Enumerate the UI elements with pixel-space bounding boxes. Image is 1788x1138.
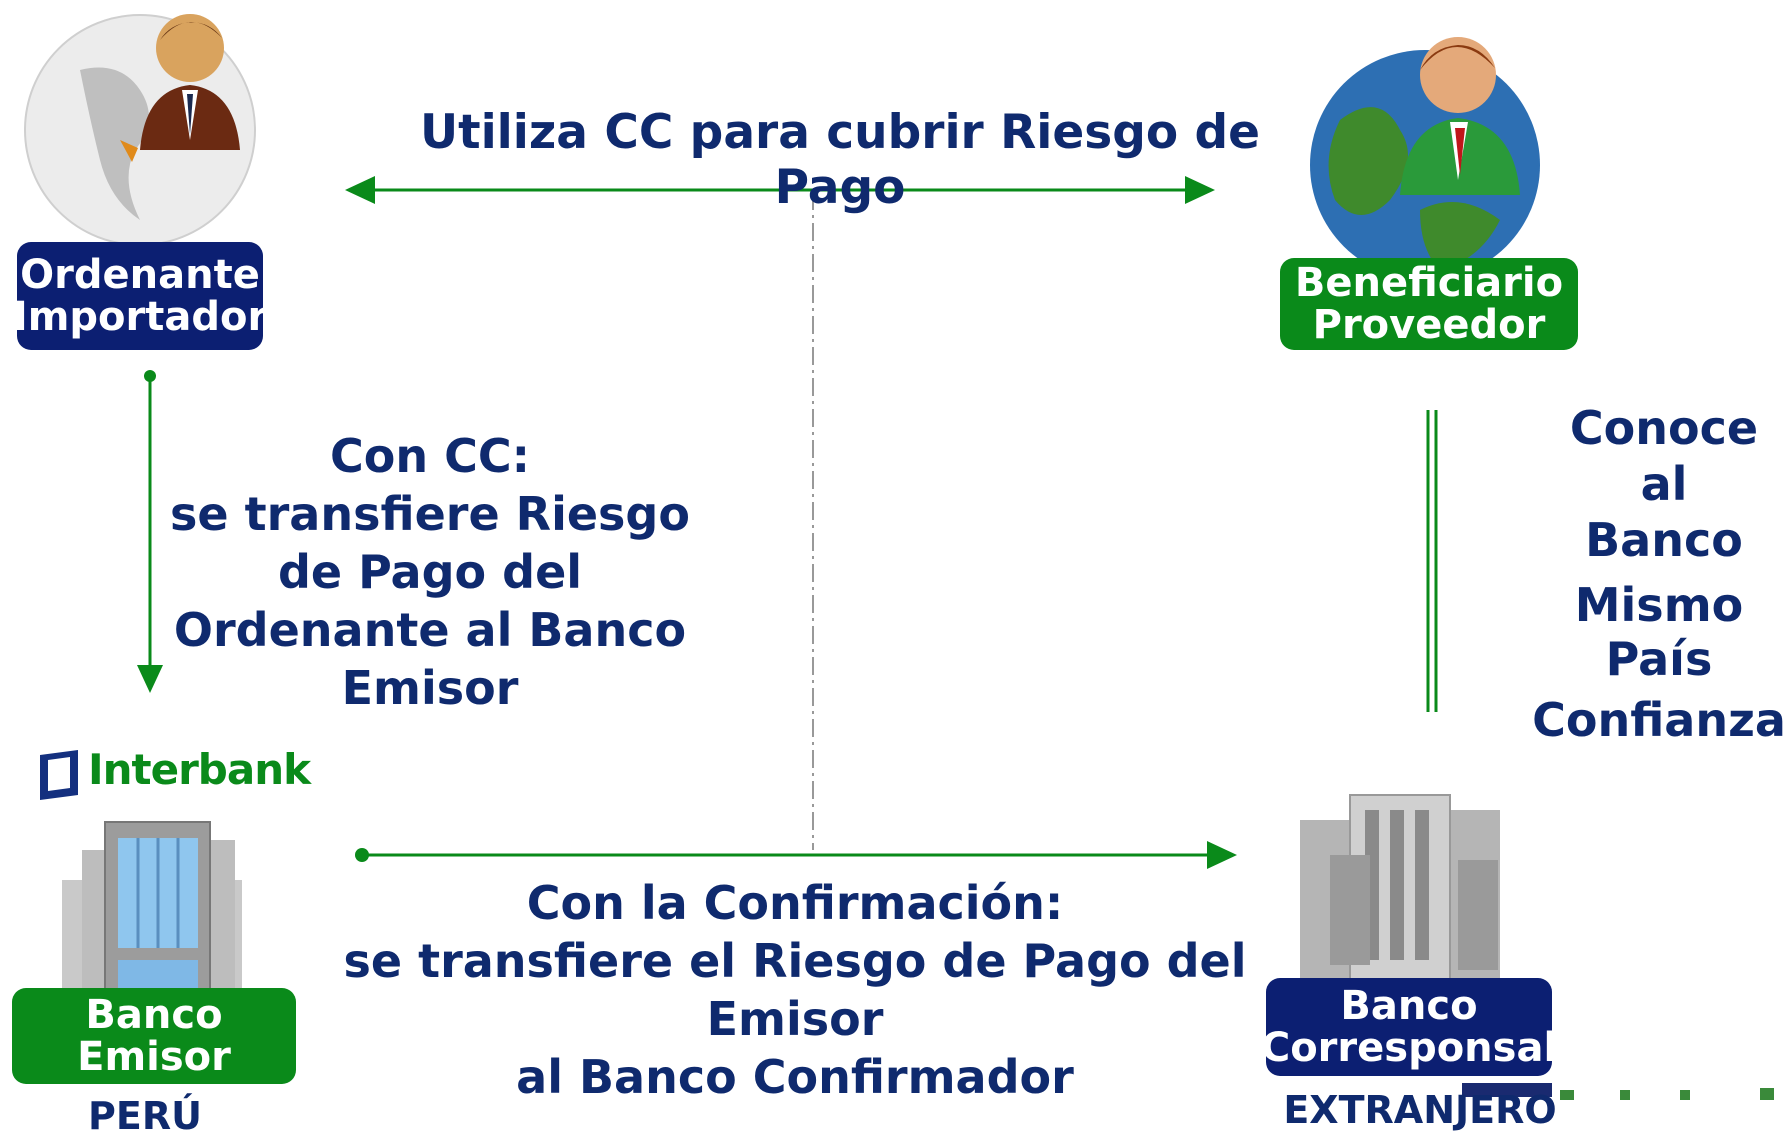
banco-emisor-country: PERÚ bbox=[88, 1094, 202, 1138]
conoce-line1: Conoce al bbox=[1569, 401, 1759, 511]
top-arrow-label: Utiliza CC para cubrir Riesgo de Pago bbox=[419, 105, 1261, 215]
bottom-arrow-line: al Banco Confirmador bbox=[516, 1050, 1074, 1104]
beneficiario-person-globe-icon bbox=[1310, 37, 1540, 280]
mismo-pais-note: Mismo País bbox=[1574, 578, 1744, 686]
bottom-arrow-line: se transfiere el Riesgo de Pago del Emis… bbox=[343, 934, 1247, 1046]
ordenante-line1: Ordenante bbox=[20, 252, 260, 298]
confianza-note: Confianza bbox=[1532, 693, 1786, 747]
banco-corresponsal-country: EXTRANJERO bbox=[1283, 1088, 1557, 1132]
banco-emisor-building-icon bbox=[62, 821, 242, 991]
banco-corresponsal-label: Banco Corresponsal bbox=[1261, 978, 1557, 1076]
bottom-arrow-line: Con la Confirmación: bbox=[526, 876, 1064, 930]
left-arrow-line: se transfiere Riesgo bbox=[170, 487, 690, 541]
ordenante-person-globe-icon bbox=[24, 14, 256, 246]
interbank-logo-text: Interbank bbox=[88, 745, 311, 794]
ordenante-line2: Importador bbox=[12, 294, 268, 340]
top-double-arrow bbox=[345, 176, 1215, 204]
bottom-right-arrow bbox=[355, 841, 1237, 869]
left-arrow-line: Ordenante al Banco bbox=[173, 603, 687, 657]
partial-logo-decoration bbox=[1462, 1083, 1774, 1100]
beneficiario-line1: Beneficiario bbox=[1294, 260, 1564, 306]
banco-corresponsal-building-icon bbox=[1300, 794, 1500, 981]
banco-corresponsal-line1: Banco bbox=[1340, 983, 1478, 1029]
banco-emisor-line2: Emisor bbox=[77, 1034, 231, 1080]
left-arrow-line: de Pago del bbox=[277, 545, 583, 599]
banco-emisor-label: Banco Emisor bbox=[12, 988, 296, 1084]
ordenante-label: Ordenante Importador bbox=[13, 242, 267, 350]
left-arrow-text: Con CC: se transfiere Riesgo de Pago del… bbox=[170, 427, 690, 717]
beneficiario-line2: Proveedor bbox=[1312, 302, 1546, 348]
interbank-logo-mark-icon bbox=[40, 750, 78, 800]
beneficiario-label: Beneficiario Proveedor bbox=[1280, 258, 1578, 350]
conoce-line2: Banco bbox=[1585, 513, 1743, 567]
conoce-banco-note: Conoce al Banco bbox=[1540, 400, 1788, 568]
right-double-line bbox=[1426, 410, 1438, 712]
banco-emisor-line1: Banco bbox=[85, 992, 223, 1038]
left-arrow-line: Con CC: bbox=[329, 429, 531, 483]
left-arrow-line: Emisor bbox=[341, 661, 519, 715]
bottom-arrow-text: Con la Confirmación: se transfiere el Ri… bbox=[320, 874, 1270, 1106]
banco-corresponsal-line2: Corresponsal bbox=[1260, 1025, 1558, 1071]
left-down-arrow bbox=[137, 370, 163, 693]
